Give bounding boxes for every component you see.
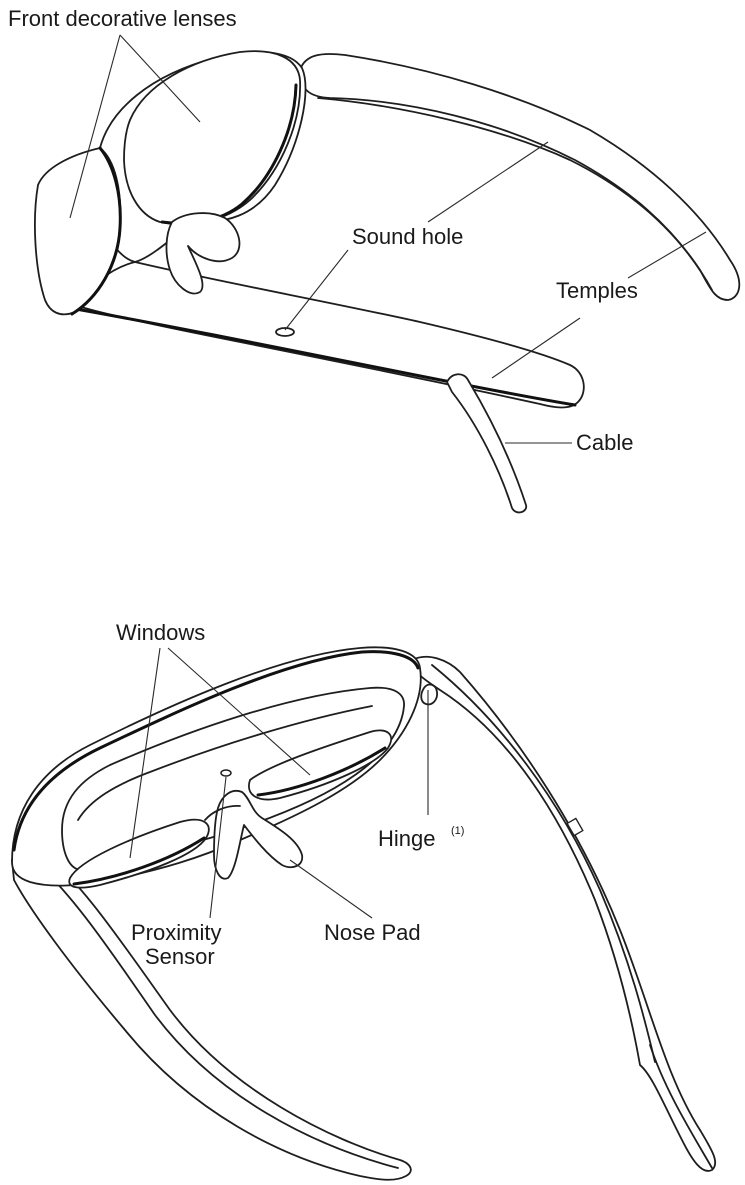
window-right-rim xyxy=(256,746,387,797)
inner-right-temple-edge xyxy=(431,664,656,1063)
near-temple-arm xyxy=(74,261,585,409)
label-sound-hole: Sound hole xyxy=(352,224,463,249)
label-proximity-line1: Proximity xyxy=(131,920,221,945)
glasses-front-view xyxy=(34,50,741,514)
hinge-port xyxy=(566,817,584,837)
inner-frame-outer-rim xyxy=(12,650,420,852)
hinge xyxy=(420,683,438,706)
window-left xyxy=(68,818,210,889)
sound-hole xyxy=(275,327,295,337)
far-temple-inner-edge xyxy=(317,97,713,291)
leader-front-lens-right xyxy=(119,34,201,123)
far-temple-arm xyxy=(299,53,741,301)
inner-cavity-inner-line xyxy=(77,705,373,821)
leader-lines-bottom xyxy=(129,647,429,919)
leader-temples-lower xyxy=(491,317,581,379)
cable xyxy=(446,373,528,514)
glasses-inner-view xyxy=(11,646,717,1181)
label-nose-pad: Nose Pad xyxy=(324,920,421,945)
window-right xyxy=(248,729,392,801)
nose-bridge xyxy=(204,805,241,821)
proximity-sensor xyxy=(220,769,232,777)
leader-sound-hole xyxy=(284,249,349,331)
window-left-rim xyxy=(72,836,206,886)
inner-right-temple-cable xyxy=(649,1044,713,1169)
label-windows: Windows xyxy=(116,620,205,645)
label-proximity-line2: Sensor xyxy=(145,944,215,969)
nose-pad-front xyxy=(165,212,241,295)
leader-window-right xyxy=(167,647,311,776)
front-lens-left-rim xyxy=(70,146,122,316)
label-front-lenses: Front decorative lenses xyxy=(8,6,237,31)
inner-left-temple xyxy=(11,847,412,1181)
leader-front-lens-left xyxy=(69,34,121,219)
leader-nose-pad xyxy=(289,859,373,919)
leader-proximity xyxy=(209,776,227,919)
label-hinge-note: (1) xyxy=(451,825,464,837)
leader-window-left xyxy=(129,647,161,859)
leader-temples-upper xyxy=(627,231,707,279)
label-temples: Temples xyxy=(556,278,638,303)
front-lens-right xyxy=(123,50,301,226)
label-hinge: Hinge xyxy=(378,826,435,851)
near-temple-bottom-edge xyxy=(68,306,577,407)
leader-sound-hole-top xyxy=(427,141,549,223)
inner-left-temple-edge xyxy=(27,854,399,1169)
label-cable: Cable xyxy=(576,430,633,455)
inner-right-temple xyxy=(411,655,717,1172)
leader-lines-top xyxy=(69,34,707,444)
